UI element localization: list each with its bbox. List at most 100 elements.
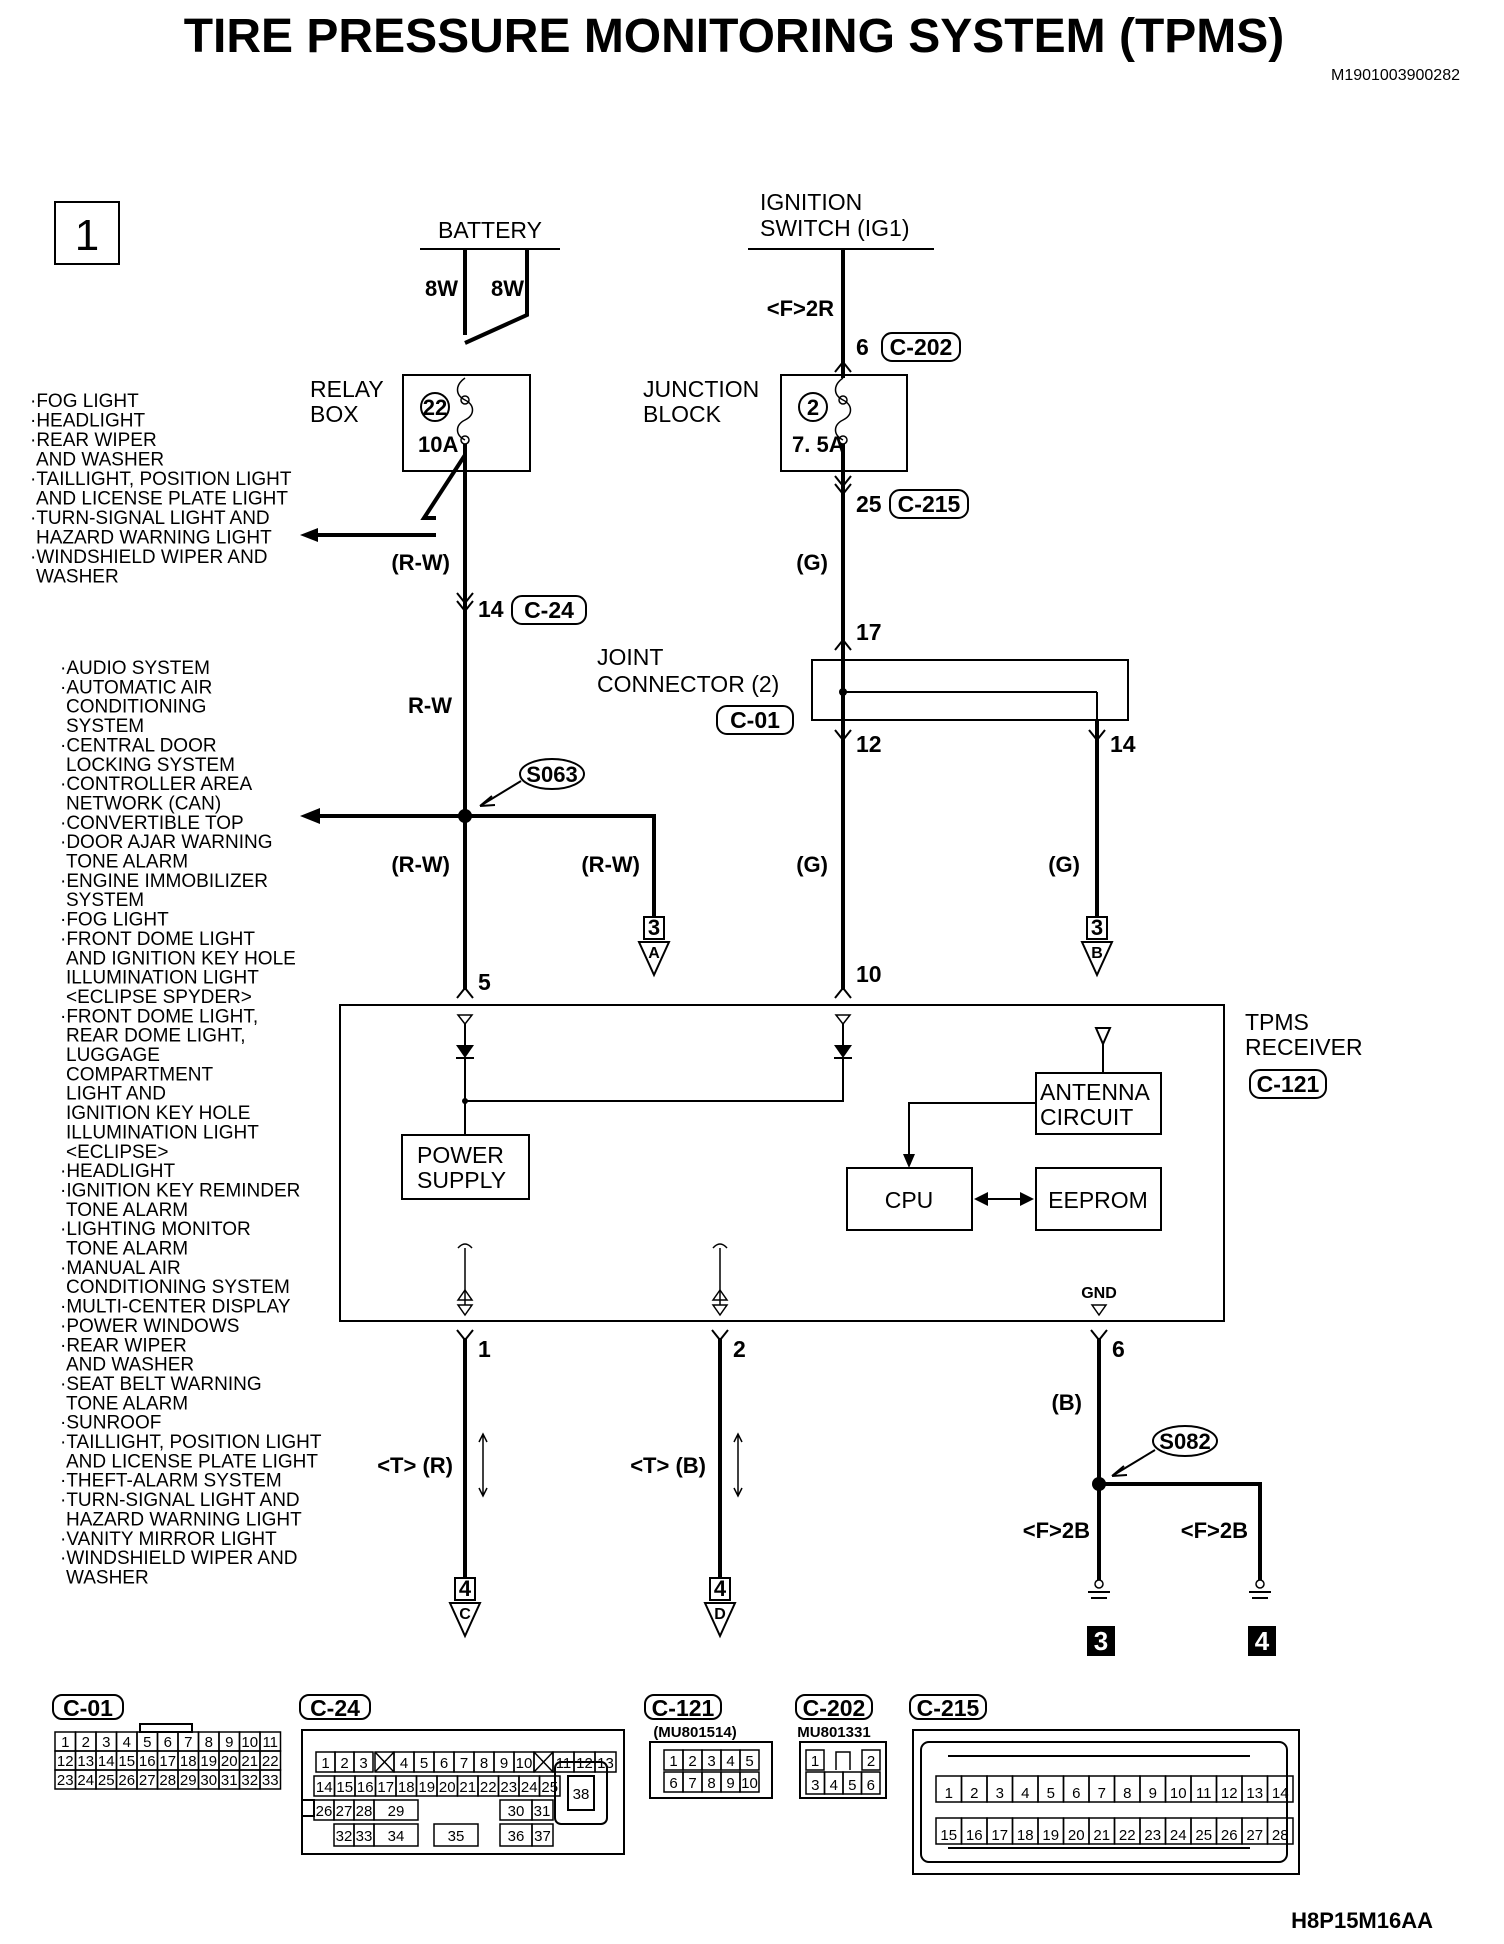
connector-pin-label: 24 [1170, 1827, 1187, 1844]
connector-pin-label: 4 [123, 1734, 131, 1751]
connector-arrow-icon [834, 986, 852, 999]
connector-pin-label: 13 [77, 1753, 94, 1770]
connector-pin-label: 18 [1017, 1827, 1034, 1844]
battery-wire-2 [464, 249, 529, 345]
splice-load-item: TONE ALARM [66, 852, 188, 873]
connector-pin-cell [1266, 1817, 1294, 1845]
svg-text:C-202: C-202 [890, 334, 953, 360]
connector-pin-label: 9 [225, 1734, 233, 1751]
connector-pin-label: 25 [541, 1779, 558, 1796]
connector-pin-label: 25 [98, 1772, 115, 1789]
splice-load-item: TONE ALARM [66, 1239, 188, 1260]
connector-pin-label: 5 [1047, 1785, 1055, 1802]
connector-pin-label: 24 [521, 1779, 538, 1796]
pin-14b: 14 [1110, 731, 1136, 757]
connector-pin-label: 7 [460, 1755, 468, 1772]
svg-text:C-215: C-215 [917, 1695, 980, 1721]
connector-pin-label: 5 [848, 1777, 856, 1794]
connector-pin-label: 20 [439, 1779, 456, 1796]
svg-text:ANTENNA: ANTENNA [1040, 1079, 1151, 1105]
connector-pin-label: 29 [388, 1803, 405, 1820]
connector-pin-label: 16 [966, 1827, 983, 1844]
splice-load-item: ILLUMINATION LIGHT [66, 1122, 259, 1143]
connector-pin-label: 8 [1123, 1785, 1131, 1802]
splice-load-item: AND WASHER [66, 1355, 194, 1376]
svg-text:3: 3 [1091, 915, 1103, 940]
battery-label: BATTERY [438, 217, 542, 243]
svg-text:C-24: C-24 [310, 1695, 360, 1721]
connector-pin-label: 12 [576, 1755, 593, 1772]
splice-load-item: ·POWER WINDOWS [60, 1316, 239, 1337]
ref-a-arrow: 3 A [637, 915, 671, 978]
splice-load-item: ·CONVERTIBLE TOP [60, 813, 244, 834]
svg-text:(MU801514): (MU801514) [653, 1724, 736, 1741]
connector-arrow-icon [456, 592, 474, 613]
connector-pin-label: 10 [1170, 1785, 1187, 1802]
connector-pin-label: 1 [811, 1753, 819, 1770]
connector-pin-label: 28 [356, 1803, 373, 1820]
connector-pin-label: 6 [867, 1777, 875, 1794]
pin-25: 25 [856, 491, 882, 517]
svg-text:IGNITION: IGNITION [760, 189, 862, 215]
connector-pin-label: 10 [516, 1755, 533, 1772]
connector-pin-label: 19 [418, 1779, 435, 1796]
svg-text:RECEIVER: RECEIVER [1245, 1034, 1363, 1060]
battery-source: BATTERY [420, 217, 560, 250]
connector-pin-label: 22 [1119, 1827, 1136, 1844]
connector-pin-label: 24 [77, 1772, 94, 1789]
connector-pin-label: 1 [321, 1755, 329, 1772]
connector-pin-label: 2 [82, 1734, 90, 1751]
connector-pin-label: 7 [1098, 1785, 1106, 1802]
wire-color-t-b: <T> (B) [630, 1453, 706, 1478]
svg-text:4: 4 [459, 1576, 472, 1601]
wire-color-f2b-2: <F>2B [1181, 1518, 1248, 1543]
fuse-icon [456, 377, 474, 441]
relay-load-item: ·TURN-SIGNAL LIGHT AND [30, 508, 270, 529]
relay-load-item: HAZARD WARNING LIGHT [36, 528, 272, 549]
splice-load-item: CONDITIONING SYSTEM [66, 1277, 290, 1298]
connector-pin-label: 10 [241, 1734, 258, 1751]
svg-text:4: 4 [714, 1576, 727, 1601]
connector-pin-label: 8 [205, 1734, 213, 1751]
connector-pin-label: 26 [316, 1803, 333, 1820]
wire-color-g-1: (G) [796, 550, 828, 575]
connector-pin-label: 18 [398, 1779, 415, 1796]
svg-text:CONNECTOR (2): CONNECTOR (2) [597, 671, 779, 697]
svg-text:GND: GND [1081, 1285, 1117, 1302]
connector-pin-label: 23 [1144, 1827, 1161, 1844]
svg-text:BLOCK: BLOCK [643, 401, 722, 427]
relay-load-item: ·TAILLIGHT, POSITION LIGHT [30, 469, 292, 490]
connector-pin-label: 9 [726, 1775, 734, 1792]
connector-pin-label: 13 [597, 1755, 614, 1772]
splice-load-list: ·AUDIO SYSTEM·AUTOMATIC AIRCONDITIONINGS… [60, 658, 322, 1588]
pin-1: 1 [478, 1336, 491, 1362]
connector-pin-label: 4 [726, 1753, 734, 1770]
ref-b-arrow: 3 B [1080, 915, 1114, 978]
connector-arrow-icon [711, 1329, 729, 1342]
connector-pin-cell [353, 1751, 374, 1773]
connector-pin-label: 20 [1068, 1827, 1085, 1844]
splice-load-item: ·SEAT BELT WARNING [60, 1374, 262, 1395]
splice-load-item: ·SUNROOF [60, 1413, 161, 1434]
connector-pin-label: 35 [448, 1828, 465, 1845]
splice-load-item: LUGGAGE [66, 1045, 160, 1066]
wire-color-rw-1: (R-W) [391, 550, 450, 575]
connector-pin-label: 21 [459, 1779, 476, 1796]
connector-pin-label: 17 [377, 1779, 394, 1796]
rw-branch-a [465, 814, 656, 917]
connector-pin-label: 4 [400, 1755, 408, 1772]
splice-load-item: TONE ALARM [66, 1200, 188, 1221]
splice-load-item: COMPARTMENT [66, 1064, 213, 1085]
splice-load-item: ·AUDIO SYSTEM [60, 658, 210, 679]
relay-load-item: ·WINDSHIELD WIPER AND [30, 547, 268, 568]
fuse-number: 2 [807, 395, 819, 420]
relay-load-item: ·HEADLIGHT [30, 411, 145, 432]
connector-pin-label: 14 [98, 1753, 115, 1770]
connector-arrow-icon [834, 360, 852, 373]
io-terminal-icon [711, 1288, 729, 1317]
connector-pin-label: 3 [707, 1753, 715, 1770]
splice-load-item: REAR DOME LIGHT, [66, 1026, 245, 1047]
